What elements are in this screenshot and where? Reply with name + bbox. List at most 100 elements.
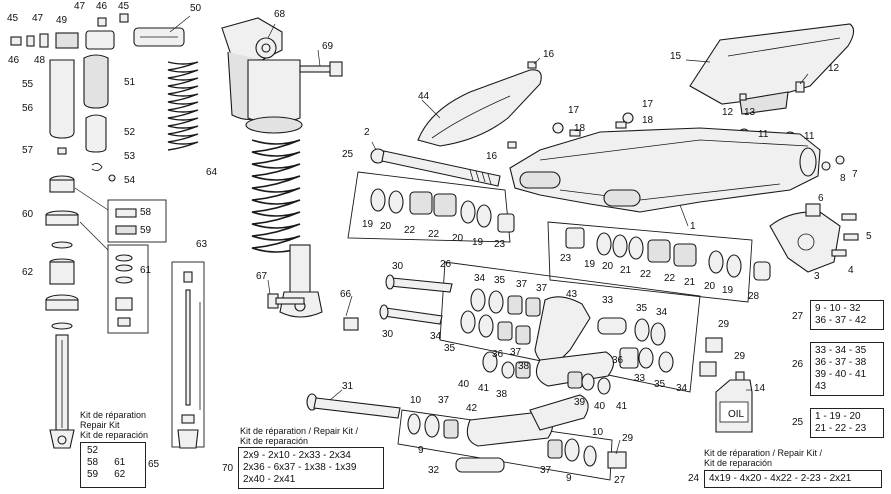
callout-20: 20 (452, 233, 464, 244)
kit-65-ref: 65 (148, 459, 160, 470)
rear-shock (221, 17, 323, 318)
callout-40: 40 (458, 379, 470, 390)
callout-37: 37 (536, 283, 548, 294)
callout-44: 44 (418, 91, 430, 102)
callout-41: 41 (616, 401, 628, 412)
callout-30: 30 (392, 261, 404, 272)
callout-20: 20 (380, 221, 392, 232)
callout-29: 29 (734, 351, 746, 362)
oil-bottle (715, 371, 753, 433)
callout-10: 10 (592, 427, 604, 438)
frame-25 (347, 171, 511, 243)
fork-tube-group (49, 54, 109, 153)
callout-38: 38 (496, 389, 508, 400)
callout-47: 47 (32, 13, 44, 24)
frame-24 (547, 221, 753, 303)
bracket-13 (739, 91, 789, 115)
callout-28: 28 (748, 291, 760, 302)
callout-62: 62 (22, 267, 34, 278)
callout-68: 68 (274, 9, 286, 20)
callout-53: 53 (124, 151, 136, 162)
bearing-row-lower (565, 227, 742, 278)
callout-51: 51 (124, 77, 136, 88)
linkage-bolts-30 (379, 274, 453, 325)
callout-35: 35 (654, 379, 666, 390)
callout-33: 33 (634, 373, 646, 384)
callout-36: 36 (492, 349, 504, 360)
kit-27-ref: 27 (792, 311, 804, 322)
callout-22: 22 (640, 269, 652, 280)
callout-4: 4 (848, 265, 854, 276)
linkage-parts-26 (460, 288, 674, 395)
callout-30: 30 (382, 329, 394, 340)
callout-34: 34 (656, 307, 668, 318)
callout-38: 38 (518, 361, 530, 372)
callout-56: 56 (22, 103, 34, 114)
swingarm-pivot-axle (370, 148, 501, 187)
callout-37: 37 (516, 279, 528, 290)
callout-9: 9 (418, 445, 424, 456)
kit-27-box: 9 - 10 - 32 36 - 37 - 42 (810, 300, 884, 330)
callout-20: 20 (602, 261, 614, 272)
callout-42: 42 (466, 403, 478, 414)
callout-29: 29 (622, 433, 634, 444)
callout-45: 45 (7, 13, 19, 24)
callout-11: 11 (758, 129, 769, 140)
callout-23: 23 (560, 253, 572, 264)
callout-37: 37 (540, 465, 552, 476)
bush-28 (753, 261, 771, 281)
callout-17: 17 (568, 105, 580, 116)
nut-29a (705, 337, 723, 353)
kit-26-box: 33 - 34 - 35 36 - 37 - 38 39 - 40 - 41 4… (810, 342, 884, 396)
callout-21: 21 (684, 277, 696, 288)
fork-spring (167, 61, 199, 151)
callout-64: 64 (206, 167, 218, 178)
small-parts-53-57 (57, 147, 116, 182)
kit-26-ref: 26 (792, 359, 804, 370)
callout-25: 25 (342, 149, 354, 160)
callout-23: 23 (494, 239, 506, 250)
callout-13: 13 (744, 107, 756, 118)
callout-46: 46 (8, 55, 20, 66)
callout-10: 10 (410, 395, 422, 406)
lower-linkage-27 (407, 394, 627, 473)
caliper-bracket (769, 211, 841, 273)
callout-35: 35 (494, 275, 506, 286)
callout-36: 36 (612, 355, 624, 366)
nut-29b (699, 361, 717, 377)
callout-60: 60 (22, 209, 34, 220)
callout-17: 17 (642, 99, 654, 110)
callout-48: 48 (34, 55, 46, 66)
callout-29: 29 (718, 319, 730, 330)
callout-18: 18 (574, 123, 586, 134)
callout-39: 39 (574, 397, 586, 408)
callout-27: 27 (614, 475, 626, 486)
callout-19: 19 (584, 259, 596, 270)
callout-1: 1 (690, 221, 696, 232)
callout-31: 31 (342, 381, 354, 392)
callout-63: 63 (196, 239, 208, 250)
callout-22: 22 (428, 229, 440, 240)
callout-57: 57 (22, 145, 34, 156)
callout-22: 22 (664, 273, 676, 284)
linkage-axle-31 (306, 393, 401, 419)
kit-25-ref: 25 (792, 417, 804, 428)
swingarm (509, 127, 821, 213)
callout-19: 19 (722, 285, 734, 296)
callout-11: 11 (804, 131, 815, 142)
callout-32: 32 (428, 465, 440, 476)
callout-34: 34 (676, 383, 688, 394)
callout-14: 14 (754, 383, 766, 394)
callout-40: 40 (594, 401, 606, 412)
callout-66: 66 (340, 289, 352, 300)
oil-label: OIL (728, 409, 745, 420)
callout-46: 46 (96, 1, 108, 12)
callout-35: 35 (636, 303, 648, 314)
callout-3: 3 (814, 271, 820, 282)
callout-18: 18 (642, 115, 654, 126)
callout-26: 26 (440, 259, 452, 270)
kit-70-ref: 70 (222, 463, 234, 474)
